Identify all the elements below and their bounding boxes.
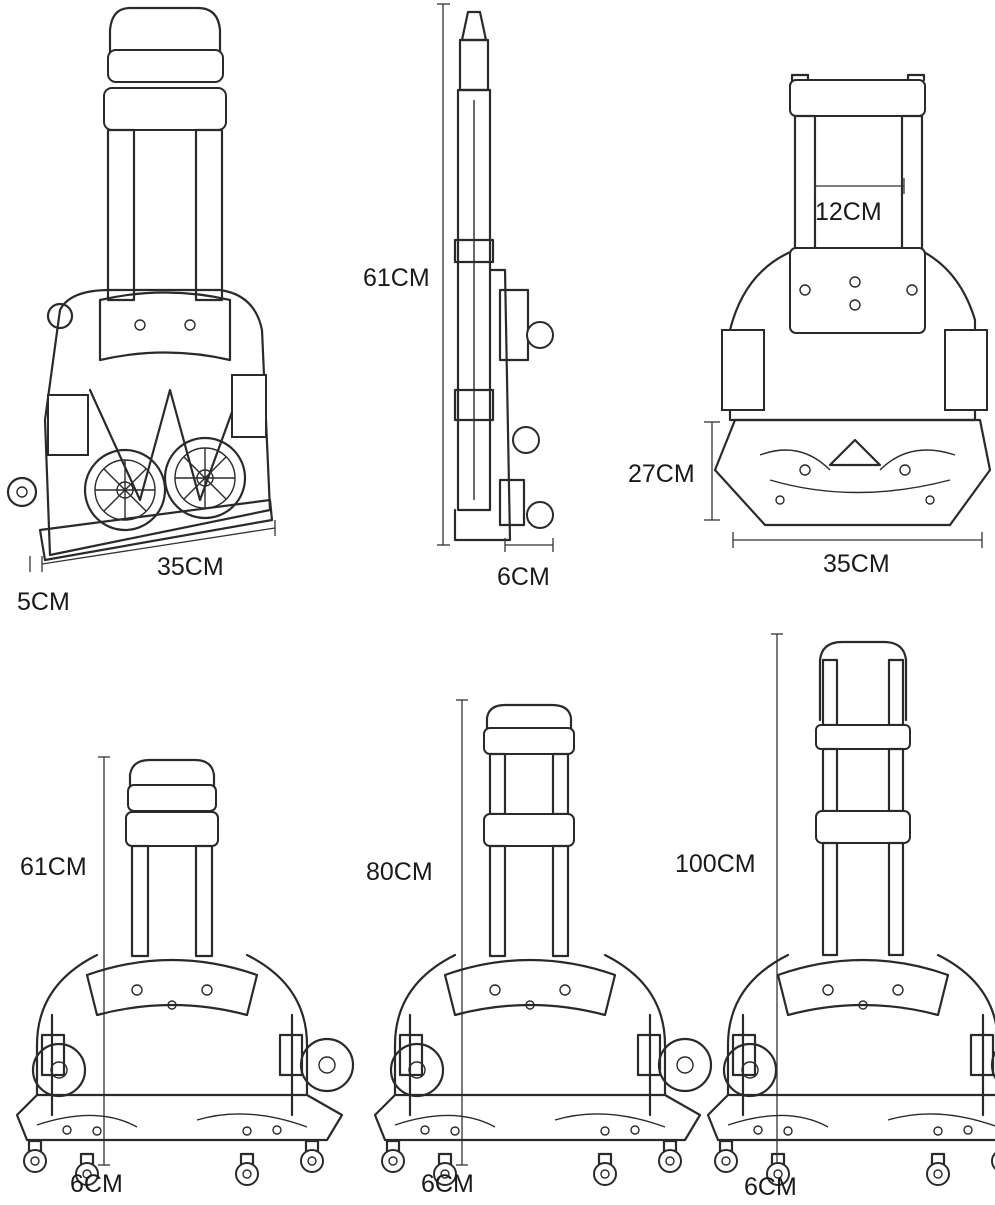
open-top-view	[704, 73, 992, 548]
extended-80-view	[375, 699, 711, 1185]
plate-width-label: 35CM	[823, 550, 890, 578]
folded-width-label: 35CM	[157, 553, 224, 581]
folded-front-view	[6, 6, 276, 572]
extended-100-view	[708, 633, 995, 1185]
folded-height-label: 61CM	[363, 264, 430, 292]
height-61-label: 61CM	[20, 853, 87, 881]
handle-width-label: 12CM	[815, 198, 882, 226]
folded-thickness-label: 6CM	[497, 563, 550, 591]
folded-side-view	[437, 3, 554, 552]
extended-61-view	[17, 756, 353, 1185]
height-100-label: 100CM	[675, 850, 756, 878]
base-6-label-left: 6CM	[70, 1170, 123, 1198]
base-6-label-middle: 6CM	[421, 1170, 474, 1198]
base-6-label-right: 6CM	[744, 1173, 797, 1201]
folded-depth-label: 5CM	[17, 588, 70, 616]
height-80-label: 80CM	[366, 858, 433, 886]
plate-depth-label: 27CM	[628, 460, 695, 488]
